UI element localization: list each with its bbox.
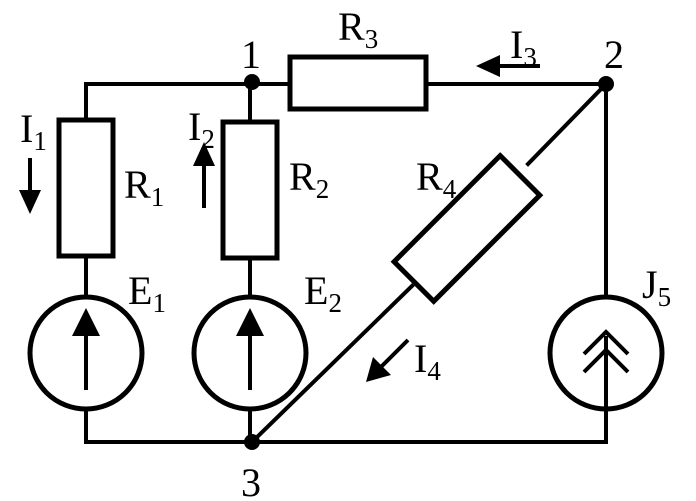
current-source-j5 [547, 294, 665, 412]
node-label-3: 3 [241, 460, 261, 501]
resistor-r3 [287, 54, 429, 112]
label-i2: I2 [188, 104, 215, 154]
wires [84, 81, 609, 445]
label-i4: I4 [414, 336, 441, 386]
resistor-r2 [220, 119, 280, 261]
resistor-r4 [390, 152, 544, 305]
label-e1: E1 [128, 268, 166, 318]
label-j5: J5 [642, 262, 671, 312]
resistor-r1 [56, 117, 116, 259]
label-r2: R2 [289, 154, 329, 204]
label-r3: R3 [338, 4, 378, 54]
wire-diag-lower [249, 283, 415, 445]
label-e2: E2 [304, 268, 342, 318]
node-dot-2 [598, 76, 614, 92]
current-arrow-i1 [19, 158, 41, 214]
label-r1: R1 [124, 162, 164, 212]
label-r4: R4 [416, 154, 457, 204]
voltage-source-e2 [191, 294, 309, 412]
voltage-source-e1 [27, 294, 145, 412]
node-label-1: 1 [241, 32, 261, 77]
node-dot-3 [244, 434, 260, 450]
current-arrow-i3 [476, 55, 540, 77]
e2-arrow-head [236, 308, 264, 336]
label-i1: I1 [20, 106, 47, 156]
current-arrow-i2 [193, 142, 215, 208]
current-arrow-i4 [366, 338, 410, 382]
j5-chevron-upper [582, 329, 630, 356]
node-label-2: 2 [604, 32, 624, 77]
e1-arrow-head [72, 308, 100, 336]
node-dot-1 [244, 74, 260, 90]
j5-chevron-lower [582, 347, 630, 374]
wire-diag-upper [525, 81, 609, 167]
